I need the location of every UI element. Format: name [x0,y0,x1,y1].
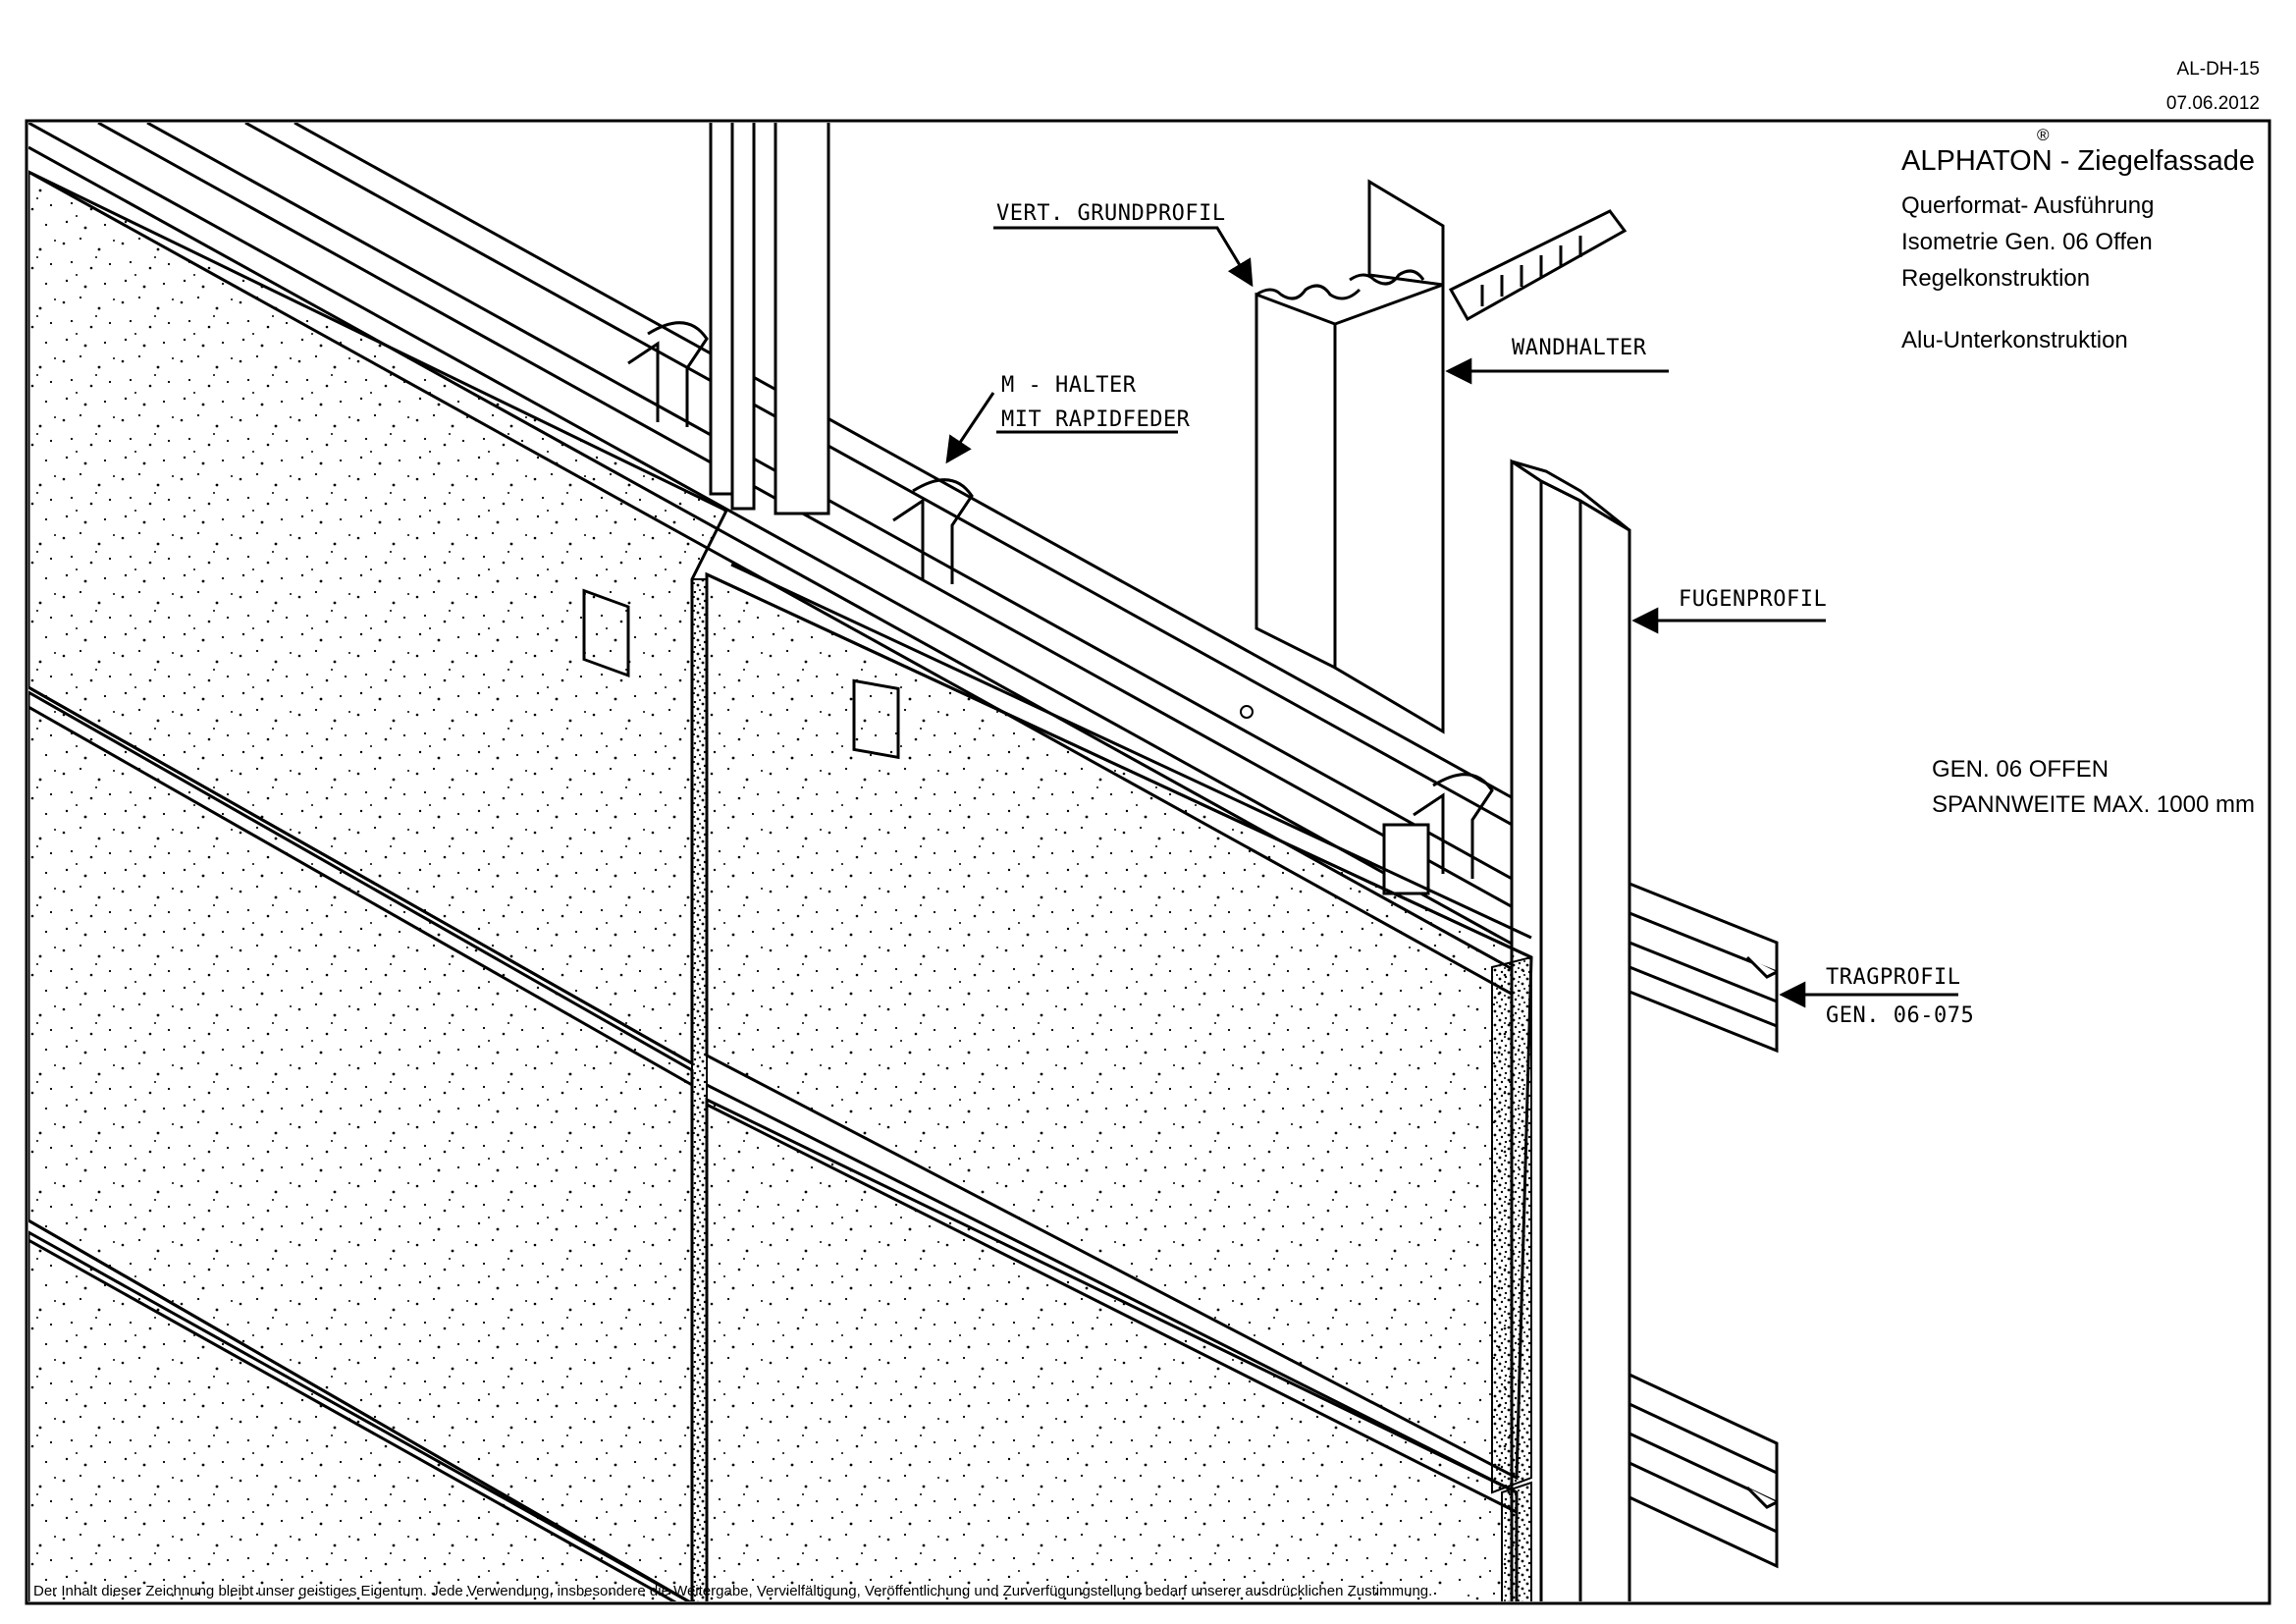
copyright-footer: Der Inhalt dieser Zeichnung bleibt unser… [33,1583,1433,1599]
label-tragprofil: TRAGPROFIL [1826,965,1961,990]
label-wandhalter: WANDHALTER [1512,336,1647,360]
vertical-posts [709,123,830,515]
label-tragprofil-gen: GEN. 06-075 [1826,1003,1975,1028]
tile-joint-section [691,578,1532,1601]
label-vert-grundprofil: VERT. GRUNDPROFIL [996,201,1226,226]
drawing-date: 07.06.2012 [2165,93,2260,114]
leader-lines [945,226,1958,1008]
subtitle-unterkonstruktion: Alu-Unterkonstruktion [1901,327,2128,353]
subtitle-isometrie: Isometrie Gen. 06 Offen [1901,229,2153,255]
drawing-frame [25,119,2271,1605]
leader-vert-grundprofil [993,226,1254,288]
tile-bevels [28,563,1532,1601]
label-fugenprofil: FUGENPROFIL [1679,587,1828,612]
title-line: ALPHATON® - Ziegelfassade [1901,126,2255,177]
label-m-halter: M - HALTER [1001,373,1137,398]
brand-name: ALPHATON® [1901,126,2053,177]
vert-grundprofil [1255,179,1445,734]
subtitle-regelkonstruktion: Regelkonstruktion [1901,265,2091,292]
spec-gen: GEN. 06 OFFEN [1932,756,2109,783]
wandhalter [1448,209,1628,322]
label-mit-rapidfeder: MIT RAPIDFEDER [1001,407,1191,432]
drawing-number: AL-DH-15 [2176,59,2260,80]
leader-m-halter [945,392,995,464]
spec-spannweite: SPANNWEITE MAX. 1000 mm [1932,791,2255,818]
subtitle-format: Querformat- Ausführung [1901,192,2155,219]
screw-icon [1240,705,1254,719]
tiles [28,170,1533,1601]
registered-mark: ® [2037,126,2050,144]
